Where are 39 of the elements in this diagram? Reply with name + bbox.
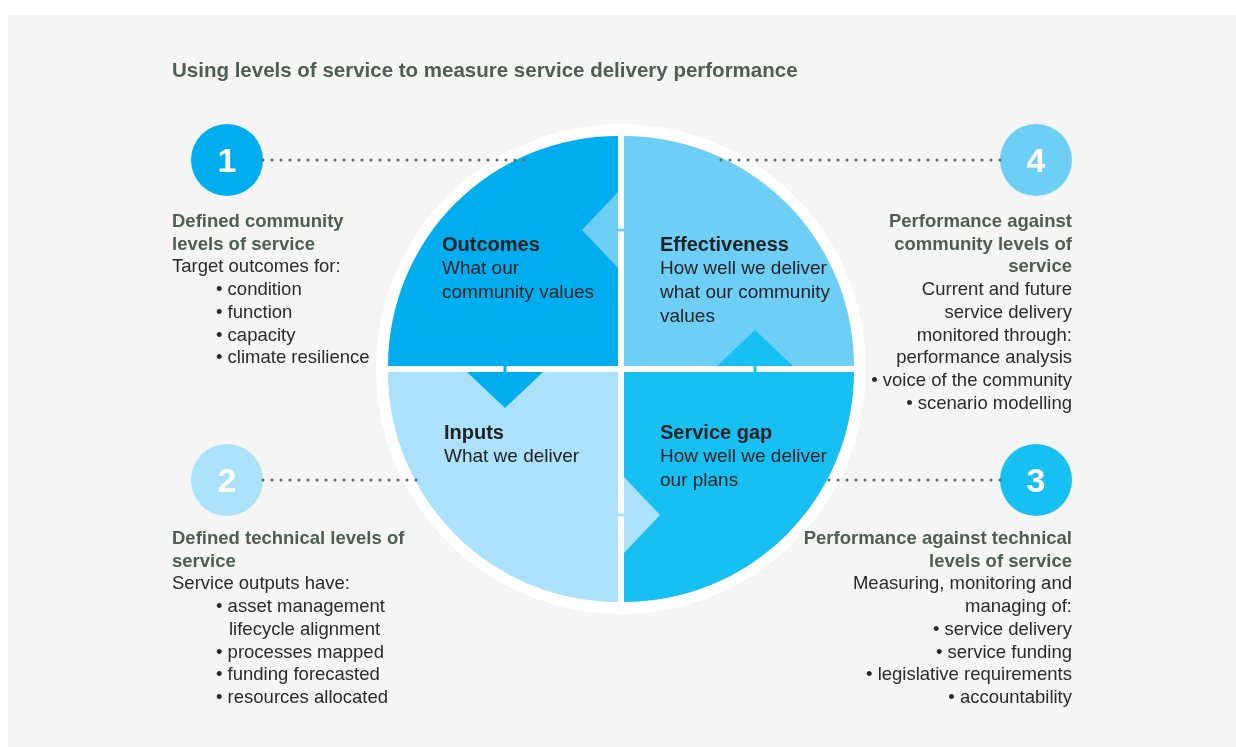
- bullet-item: • voice of the community: [870, 368, 1072, 392]
- chevron-arrow: [582, 192, 624, 268]
- title: Using levels of service to measure service delivery performance: [172, 58, 798, 82]
- section-text: Measuring, monitoring and managing of:: [851, 572, 1072, 618]
- bullet-item: • asset management lifecycle alignment: [215, 595, 386, 641]
- bullet-item: • climate resilience: [215, 346, 371, 369]
- section-heading: Defined community levels of service: [172, 210, 345, 256]
- bullet-item: • legislative requirements: [865, 663, 1072, 686]
- section-heading: Performance against technical levels of service: [802, 527, 1072, 573]
- segment-heading: Service gap: [660, 420, 774, 444]
- bullet-item: • capacity: [215, 323, 297, 347]
- section-heading: Defined technical levels of service: [172, 527, 406, 573]
- section-text: Target outcomes for:: [172, 255, 342, 279]
- bullet-item: • service funding: [934, 640, 1072, 664]
- bullet-item: • processes mapped: [215, 640, 385, 664]
- quadrant-segment: [388, 372, 618, 602]
- quadrant-segment: [624, 136, 854, 366]
- segment-text: How well we deliver what our community values: [660, 256, 831, 328]
- bullet-item: • scenario modelling: [905, 391, 1072, 415]
- bullet-item: • accountability: [947, 685, 1072, 709]
- bullet-item: • service delivery: [931, 617, 1072, 641]
- chevron-arrow: [717, 330, 793, 372]
- bullet-item: • resources allocated: [215, 685, 390, 709]
- segment-heading: Outcomes: [442, 232, 541, 256]
- section-heading: Performance against community levels of service: [888, 210, 1072, 279]
- chevron-arrow: [618, 477, 660, 553]
- bullet-item: • funding forecasted: [215, 663, 381, 686]
- segment-heading: Effectiveness: [660, 232, 790, 256]
- bullet-item: • condition: [215, 278, 303, 301]
- segment-text: What our community values: [442, 256, 596, 304]
- dotted-connector: [261, 158, 527, 162]
- section-text: Current and future service delivery monitored through: performance analysis: [895, 278, 1072, 369]
- segment-text: What we deliver: [444, 444, 581, 468]
- segment-heading: Inputs: [444, 420, 505, 444]
- section-text: Service outputs have:: [172, 572, 351, 596]
- segment-text: How well we deliver our plans: [660, 444, 828, 492]
- chevron-arrow: [467, 366, 543, 408]
- bullet-item: • function: [215, 300, 294, 324]
- quadrant-segment: [388, 136, 618, 366]
